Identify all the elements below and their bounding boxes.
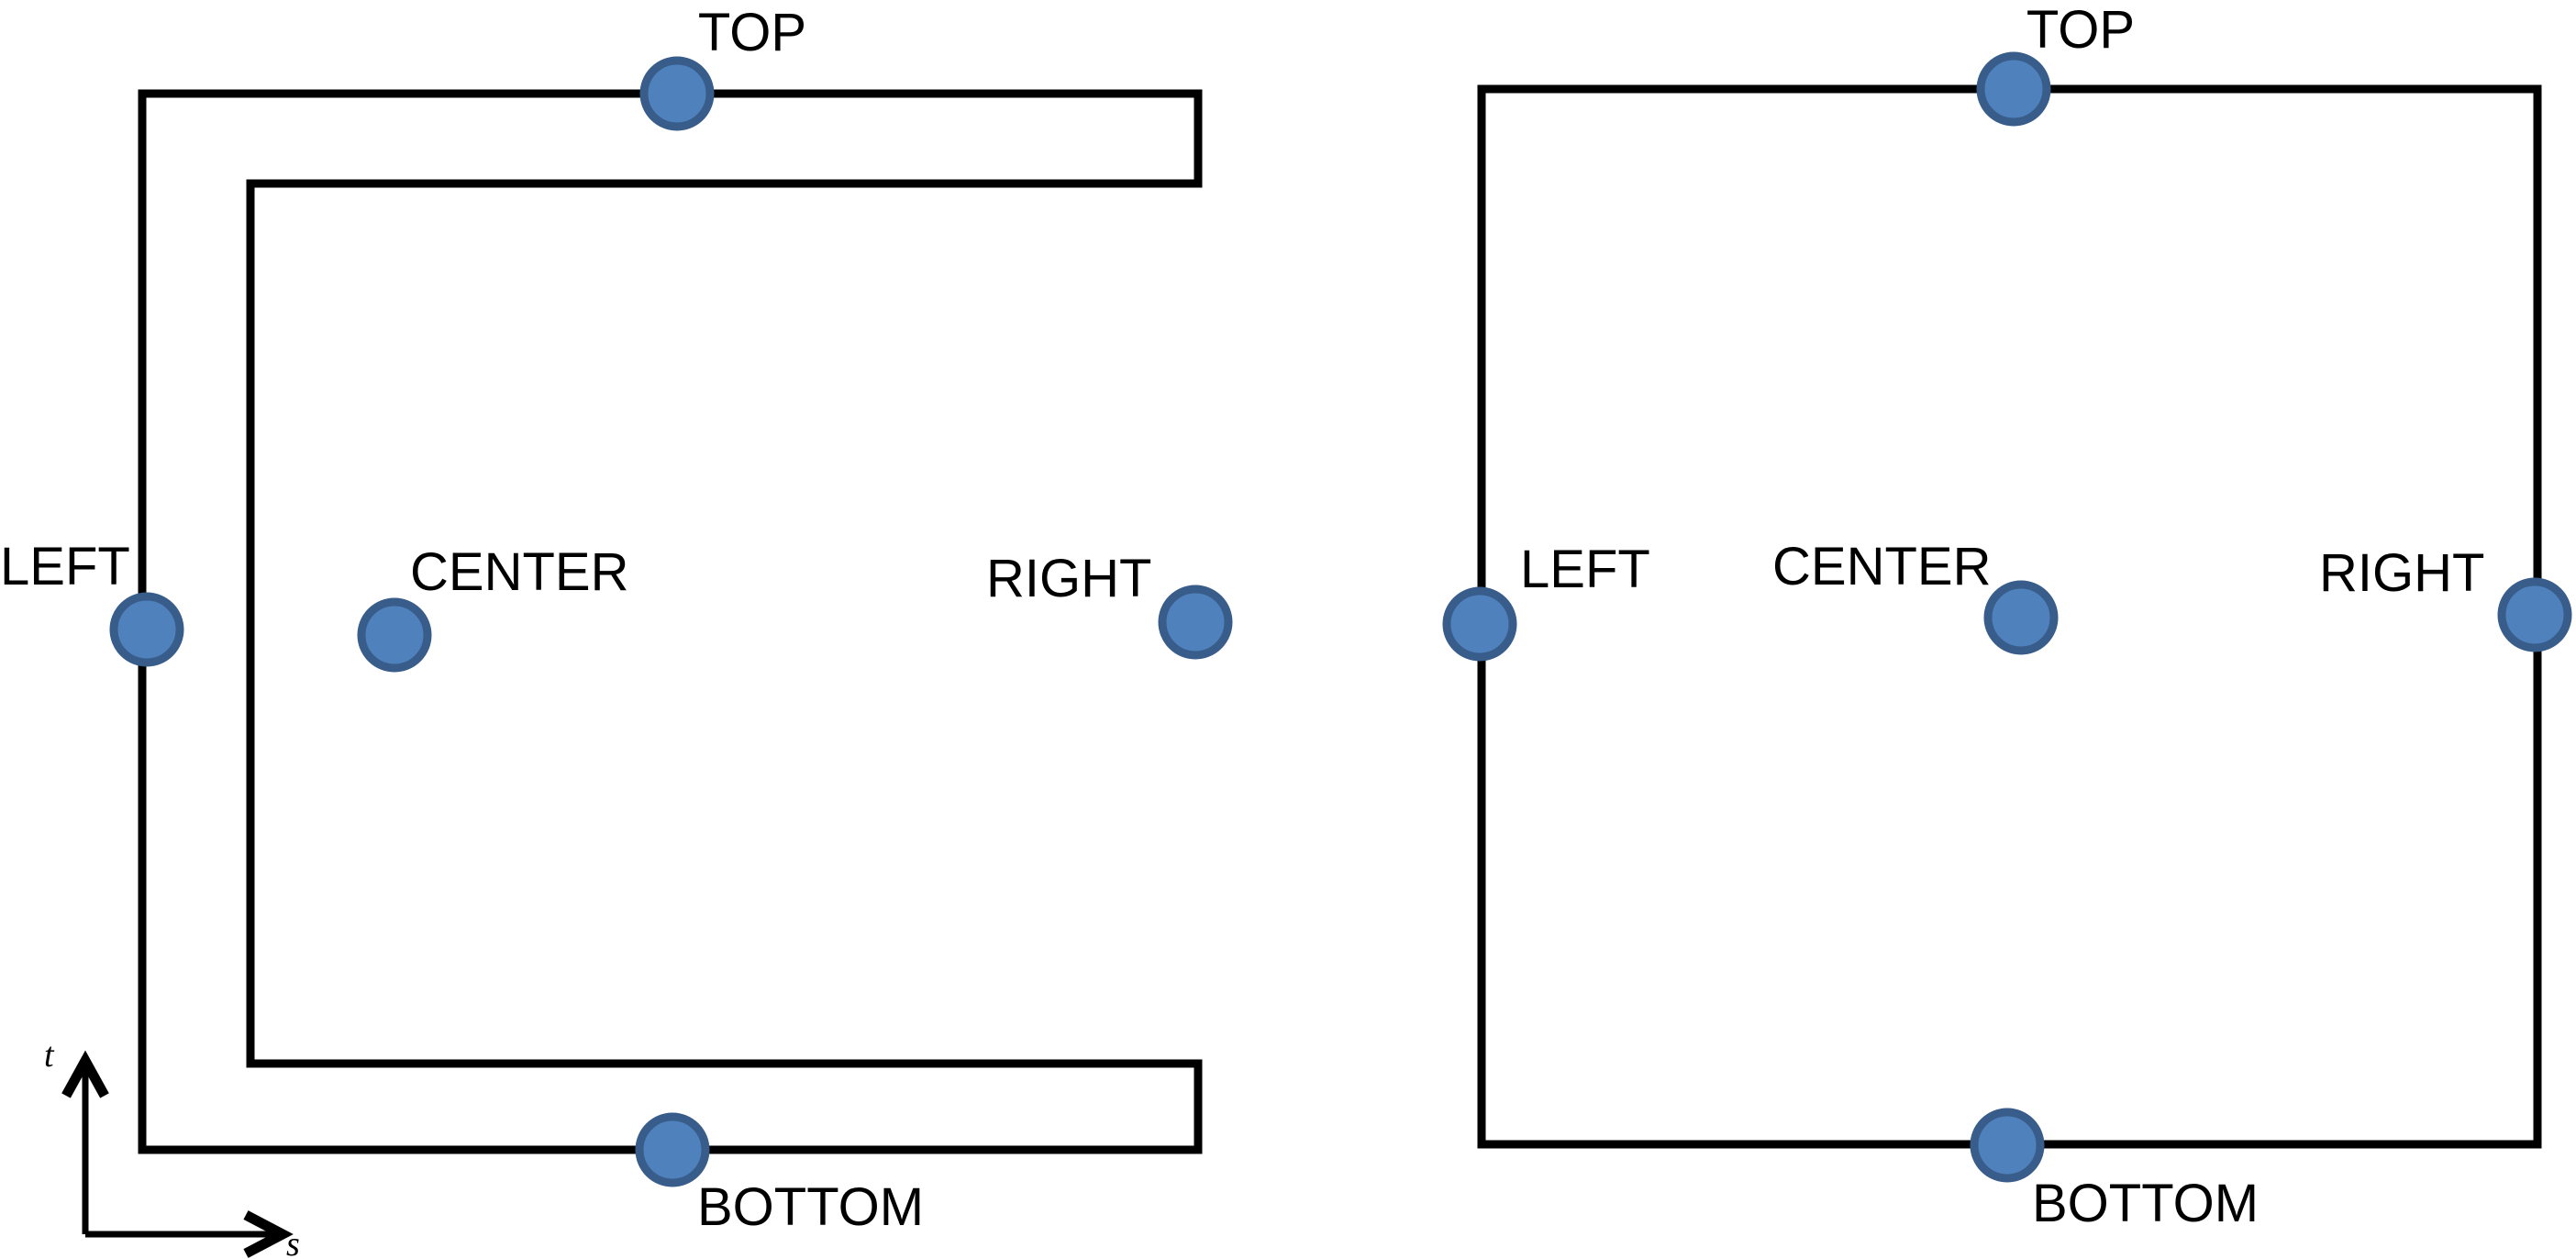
c-shape-left-label: LEFT	[0, 537, 130, 596]
square-center-point-dot	[1983, 580, 2059, 655]
c-shape-outline	[138, 89, 1203, 1154]
c-shape-top-point-dot	[639, 56, 715, 131]
c-shape-top-label: TOP	[698, 3, 806, 62]
square-shape-group: TOP LEFT CENTER RIGHT BOTTOM	[1442, 0, 2572, 1233]
c-shape-center-label: CENTER	[410, 542, 628, 602]
square-left-label: LEFT	[1520, 540, 1650, 599]
square-right-label: RIGHT	[2319, 543, 2484, 603]
c-shape-group: TOP LEFT CENTER RIGHT BOTTOM	[0, 3, 1233, 1237]
square-left-point-dot	[1442, 586, 1517, 662]
c-shape-right-label: RIGHT	[986, 549, 1151, 608]
square-bottom-label: BOTTOM	[2032, 1174, 2259, 1233]
c-shape-center-point-dot	[357, 597, 432, 673]
square-bottom-point-dot	[1970, 1108, 2045, 1183]
c-shape-bottom-point-dot	[635, 1112, 710, 1187]
c-shape-left-point-dot	[109, 592, 184, 667]
c-shape-bottom-label: BOTTOM	[697, 1177, 924, 1237]
t-axis-arrowhead-icon	[61, 1050, 109, 1098]
s-axis-arrowhead-icon	[243, 1210, 294, 1258]
st-axis-group: t s	[44, 1036, 300, 1259]
t-axis-label: t	[44, 1036, 55, 1075]
square-top-label: TOP	[2026, 0, 2135, 60]
square-center-label: CENTER	[1772, 537, 1991, 596]
s-axis-label: s	[286, 1225, 300, 1259]
square-right-point-dot	[2497, 577, 2572, 652]
c-shape-right-point-dot	[1158, 585, 1233, 660]
square-top-point-dot	[1976, 51, 2051, 127]
